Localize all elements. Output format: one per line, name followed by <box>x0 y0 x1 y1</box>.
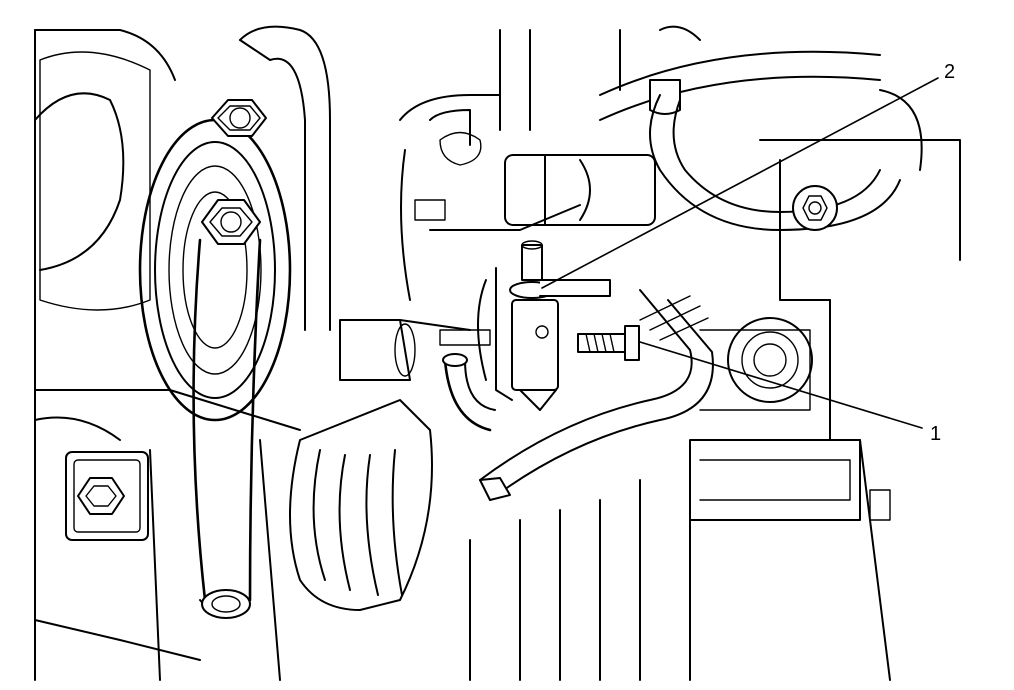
upper-hose-left <box>239 25 331 331</box>
mounting-screw <box>577 325 640 361</box>
upper-bolt <box>211 99 267 137</box>
leader-line-2 <box>541 77 939 289</box>
sensor-valve <box>477 240 611 411</box>
upper-hose-right <box>599 50 901 231</box>
right-pulley <box>699 317 813 411</box>
leader-line-1 <box>639 341 923 429</box>
bottom-left-bolt <box>65 451 149 541</box>
lower-hose <box>479 289 714 501</box>
callout-label-2: 2 <box>944 61 956 83</box>
throttle-housing <box>399 29 656 301</box>
support-strap <box>192 238 262 619</box>
engine-block-lower-left <box>34 389 301 681</box>
lower-bolt <box>201 199 261 245</box>
callout-label-1: 1 <box>930 423 942 445</box>
right-upper-bolt <box>792 185 838 231</box>
lower-belt <box>289 399 433 611</box>
engine-block-lower-right <box>469 439 891 681</box>
engine-block-upper-right <box>619 25 961 441</box>
vacuum-elbow <box>339 319 496 432</box>
